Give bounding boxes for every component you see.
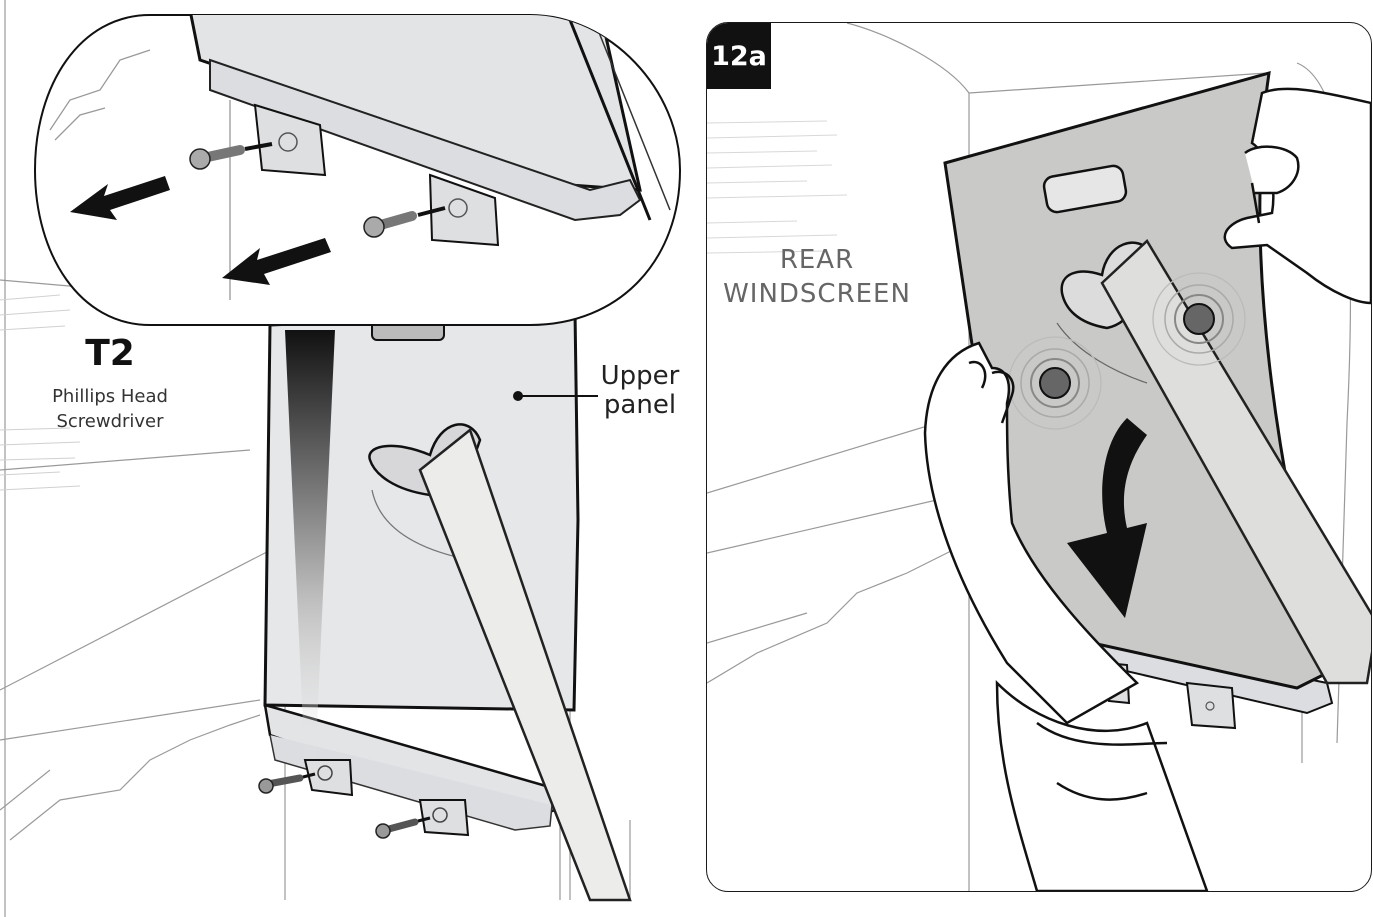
shading-lines bbox=[707, 120, 848, 254]
callout-dot-icon bbox=[513, 391, 598, 401]
left-illustration: T2 Phillips Head Screwdriver Upper panel bbox=[0, 0, 690, 917]
shading-lines bbox=[0, 294, 81, 491]
step-number-badge: 12a bbox=[707, 23, 771, 89]
part-label-line2: panel bbox=[603, 390, 677, 420]
tool-name: Phillips Head Screwdriver bbox=[20, 384, 200, 434]
location-label-line1: REAR bbox=[779, 245, 855, 275]
lower-tabs bbox=[303, 759, 470, 837]
detail-magnifier bbox=[33, 14, 682, 326]
location-label-line2: WINDSCREEN bbox=[723, 279, 911, 309]
location-label: REAR WINDSCREEN bbox=[717, 243, 917, 311]
tool-code: T2 bbox=[85, 333, 135, 374]
part-label: Upper panel bbox=[590, 362, 690, 420]
right-illustration: 12a REAR WINDSCREEN bbox=[706, 22, 1372, 892]
tool-name-line1: Phillips Head bbox=[52, 386, 168, 407]
part-label-line1: Upper bbox=[600, 361, 680, 391]
removal-arrow-icon bbox=[70, 176, 331, 285]
right-scene-drawing bbox=[707, 23, 1371, 891]
tool-name-line2: Screwdriver bbox=[56, 411, 164, 432]
right-hand bbox=[1223, 87, 1371, 305]
rotate-down-arrow-icon bbox=[1067, 418, 1147, 618]
left-scene-drawing bbox=[0, 0, 682, 917]
screw-icon bbox=[189, 142, 446, 238]
upper-panel-shape bbox=[263, 310, 632, 902]
screw-icon bbox=[258, 772, 431, 839]
press-point-icon bbox=[1008, 272, 1246, 430]
left-hand bbox=[923, 341, 1209, 891]
